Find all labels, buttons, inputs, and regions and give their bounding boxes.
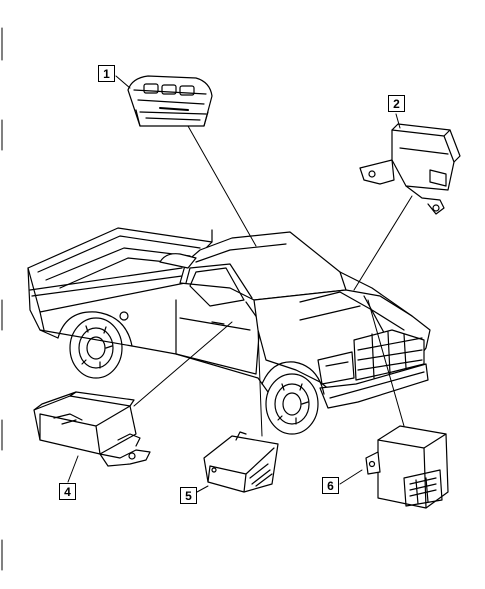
module-part-4	[34, 392, 150, 466]
callout-1: 1	[98, 65, 115, 82]
callout-4: 4	[59, 483, 76, 500]
callout-6: 6	[322, 477, 339, 494]
callout-5: 5	[180, 487, 197, 504]
callout-2: 2	[388, 95, 405, 112]
pickup-truck-illustration	[28, 228, 430, 434]
bracket-module-part-2	[360, 124, 460, 214]
relay-box-part-6	[366, 426, 448, 508]
leader-lines	[68, 76, 412, 492]
control-module-part-5	[204, 432, 278, 492]
overhead-console-part	[128, 76, 212, 126]
